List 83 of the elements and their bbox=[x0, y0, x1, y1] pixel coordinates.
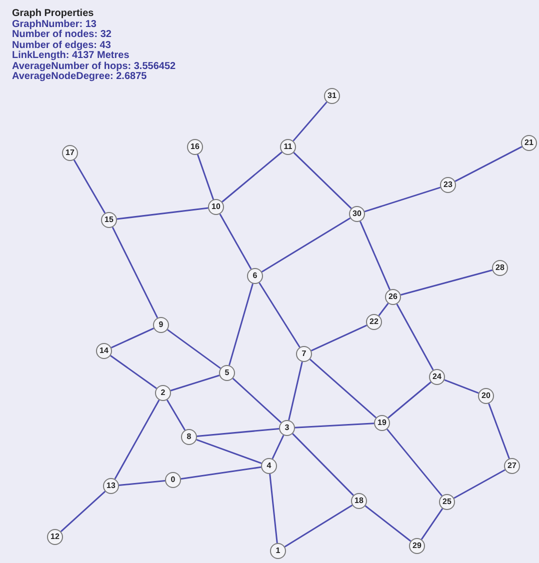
link-line bbox=[196, 439, 262, 464]
graph-node: 14 bbox=[96, 343, 112, 359]
link-line bbox=[219, 214, 252, 270]
link-line bbox=[292, 102, 328, 142]
link-line bbox=[114, 400, 160, 480]
graph-node: 30 bbox=[349, 206, 365, 222]
link-line bbox=[400, 269, 492, 296]
graph-node: 8 bbox=[181, 429, 197, 445]
graph-node: 19 bbox=[374, 415, 390, 431]
graph-node: 2 bbox=[155, 385, 171, 401]
link-line bbox=[293, 152, 352, 209]
link-line bbox=[444, 379, 479, 394]
graph-node: 13 bbox=[103, 478, 119, 494]
link-line bbox=[292, 433, 354, 496]
link-line bbox=[110, 328, 154, 348]
link-line bbox=[261, 218, 351, 272]
graph-node: 15 bbox=[101, 212, 117, 228]
graph-node: 31 bbox=[324, 88, 340, 104]
link-line bbox=[284, 504, 353, 548]
graph-title: Graph Properties bbox=[12, 9, 95, 20]
property-text: GraphNumber: 13 bbox=[12, 20, 98, 30]
property-text: LinkLength: 4137 Metres bbox=[12, 51, 130, 62]
link-line bbox=[222, 152, 282, 202]
link-line bbox=[116, 207, 208, 220]
graph-node: 16 bbox=[187, 139, 203, 155]
graph-node: 11 bbox=[280, 139, 296, 155]
link-line bbox=[167, 329, 221, 369]
graph-node: 7 bbox=[296, 346, 312, 362]
property-text: Number of edges: 43 bbox=[12, 40, 112, 50]
graph-node: 20 bbox=[478, 388, 494, 404]
link-line bbox=[310, 324, 368, 352]
link-line bbox=[258, 282, 300, 348]
graph-node: 3 bbox=[279, 420, 295, 436]
property-text: AverageNodeDegree: 2.6875 bbox=[12, 72, 148, 82]
link-line bbox=[360, 221, 390, 290]
link-line bbox=[170, 374, 220, 392]
link-line bbox=[166, 400, 186, 430]
link-line bbox=[310, 358, 376, 418]
graph-node: 21 bbox=[521, 135, 537, 151]
link-line bbox=[196, 428, 280, 438]
link-line bbox=[73, 160, 106, 214]
graph-node: 9 bbox=[153, 317, 169, 333]
link-line bbox=[118, 480, 166, 486]
link-line bbox=[110, 355, 157, 389]
link-line bbox=[288, 362, 303, 420]
link-line bbox=[488, 403, 510, 459]
link-line bbox=[228, 283, 254, 366]
link-line bbox=[378, 302, 389, 316]
link-line bbox=[388, 382, 432, 418]
graph-node: 0 bbox=[165, 472, 181, 488]
link-line bbox=[272, 434, 284, 460]
link-line bbox=[60, 490, 106, 532]
property-text: AverageNumber of hops: 3.556452 bbox=[12, 62, 176, 72]
graph-node: 28 bbox=[492, 260, 508, 276]
graph-node: 18 bbox=[351, 493, 367, 509]
graph-node: 22 bbox=[366, 314, 382, 330]
link-line bbox=[386, 428, 442, 496]
graph-node: 24 bbox=[429, 369, 445, 385]
link-line bbox=[112, 226, 158, 318]
link-line bbox=[454, 469, 506, 499]
graph-node: 10 bbox=[208, 199, 224, 215]
graph-node: 29 bbox=[409, 538, 425, 554]
graph-node: 26 bbox=[385, 289, 401, 305]
link-line bbox=[180, 466, 262, 480]
link-line bbox=[396, 304, 434, 370]
link-line bbox=[269, 474, 278, 544]
link-line bbox=[364, 505, 412, 542]
graph-node: 12 bbox=[47, 529, 63, 545]
graph-node: 23 bbox=[440, 177, 456, 193]
graph-node: 17 bbox=[62, 145, 78, 161]
link-line bbox=[294, 422, 374, 428]
link-line bbox=[196, 154, 214, 200]
link-line bbox=[232, 378, 282, 424]
graph-node: 4 bbox=[261, 458, 277, 474]
graph-node: 5 bbox=[219, 365, 235, 381]
graph-node: 6 bbox=[247, 268, 263, 284]
graph-node: 25 bbox=[439, 494, 455, 510]
link-line bbox=[364, 186, 441, 212]
link-line bbox=[420, 508, 444, 540]
link-line bbox=[454, 146, 522, 182]
graph-node: 27 bbox=[504, 458, 520, 474]
property-text: Number of nodes: 32 bbox=[12, 30, 112, 40]
graph-node: 1 bbox=[270, 543, 286, 559]
